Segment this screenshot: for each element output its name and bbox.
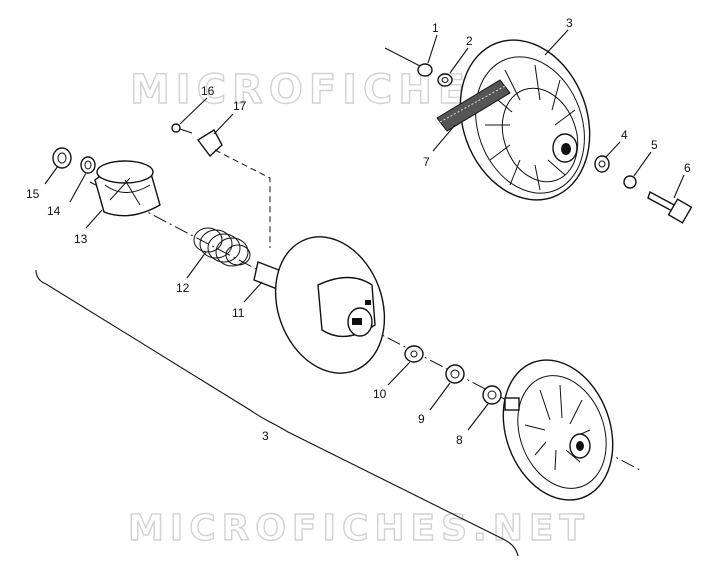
callout-3-top: 3 bbox=[566, 16, 573, 30]
roller-17 bbox=[196, 129, 223, 158]
washer-2 bbox=[437, 73, 453, 87]
callout-13: 13 bbox=[74, 232, 88, 246]
callout-7: 7 bbox=[423, 155, 430, 169]
belt-segment bbox=[436, 79, 511, 132]
washer-1 bbox=[417, 63, 433, 77]
callout-5: 5 bbox=[651, 138, 658, 152]
callout-9: 9 bbox=[418, 412, 425, 426]
washer-15 bbox=[52, 147, 72, 169]
washer-10 bbox=[404, 345, 424, 363]
axis-top-stub bbox=[384, 47, 421, 67]
callout-12: 12 bbox=[176, 281, 190, 295]
callout-10: 10 bbox=[373, 387, 387, 401]
callout-8: 8 bbox=[456, 433, 463, 447]
assembly-bracket bbox=[35, 269, 519, 557]
bolt-6 bbox=[647, 190, 693, 224]
washer-4 bbox=[594, 155, 610, 173]
callout-4: 4 bbox=[621, 128, 628, 142]
callout-16: 16 bbox=[201, 84, 215, 98]
assembly-guide-16-17 bbox=[214, 149, 271, 248]
callout-labels: 1 2 3 4 5 6 7 16 17 15 14 13 12 11 10 9 … bbox=[26, 16, 691, 447]
spring-12 bbox=[193, 227, 251, 267]
lock-washer-5 bbox=[623, 175, 637, 189]
callout-1: 1 bbox=[432, 21, 439, 35]
callout-17: 17 bbox=[233, 99, 247, 113]
watermark-top: MICROFICHES bbox=[130, 67, 506, 113]
washer-9 bbox=[445, 364, 465, 384]
moveable-sheave bbox=[274, 236, 386, 374]
watermark-bottom: MICROFICHES.NET bbox=[128, 508, 590, 549]
helix-cam-13 bbox=[94, 160, 161, 217]
washer-8 bbox=[482, 385, 502, 405]
callout-15: 15 bbox=[26, 187, 40, 201]
drive-clutch-assembly bbox=[459, 39, 591, 201]
callout-2: 2 bbox=[466, 34, 473, 48]
callout-3-bracket: 3 bbox=[262, 429, 269, 443]
washer-14 bbox=[80, 156, 96, 174]
callout-14: 14 bbox=[47, 204, 61, 218]
callout-6: 6 bbox=[684, 161, 691, 175]
callout-11: 11 bbox=[232, 306, 245, 320]
leader-lines bbox=[44, 29, 685, 431]
screw-16 bbox=[171, 123, 193, 134]
stationary-sheave bbox=[502, 359, 614, 501]
